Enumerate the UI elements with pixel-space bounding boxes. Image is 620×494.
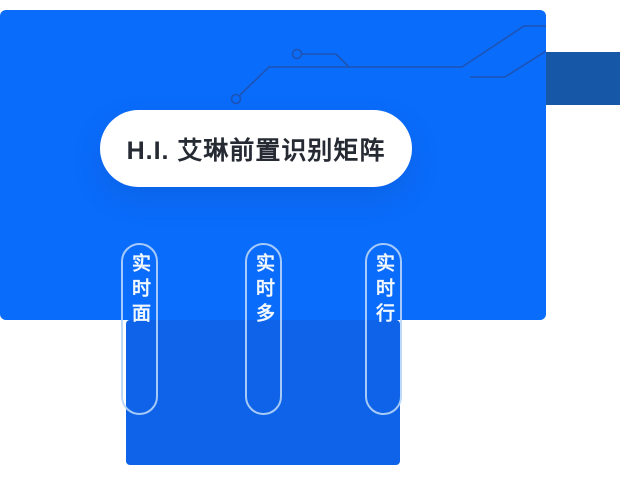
- feature-pill-label: 实时多: [253, 253, 274, 328]
- feature-pill: 实时面: [121, 243, 158, 415]
- feature-pill-label: 实时行: [373, 253, 394, 328]
- feature-pill-label: 实时面: [129, 253, 150, 328]
- feature-pill: 实时行: [365, 243, 402, 415]
- content-panel: [126, 320, 400, 465]
- feature-pill: 实时多: [245, 243, 282, 415]
- hero-title: H.I. 艾琳前置识别矩阵: [126, 136, 386, 165]
- hero-title-card: H.I. 艾琳前置识别矩阵: [100, 110, 412, 187]
- corner-accent-panel: [540, 52, 620, 105]
